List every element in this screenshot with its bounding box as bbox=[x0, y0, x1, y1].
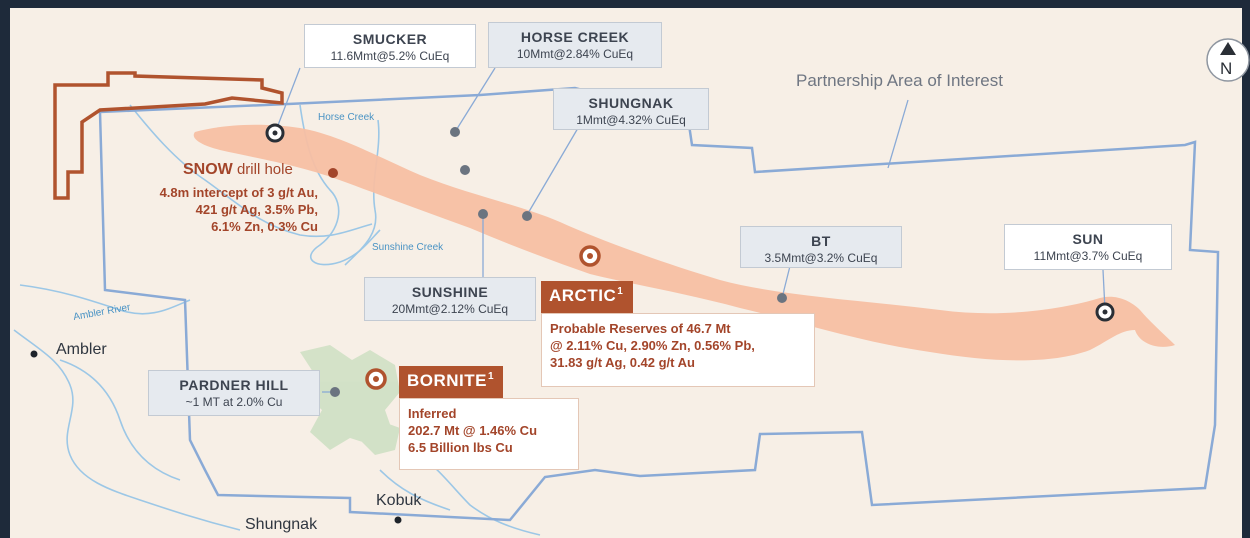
mineral-belt bbox=[193, 124, 1175, 361]
shungnak-label-box: SHUNGNAK 1Mmt@4.32% CuEq bbox=[553, 88, 709, 130]
snow-line-1: 4.8m intercept of 3 g/t Au, bbox=[159, 185, 318, 200]
bornite-details: Inferred 202.7 Mt @ 1.46% Cu 6.5 Billion… bbox=[399, 398, 579, 470]
snow-line-3: 6.1% Zn, 0.3% Cu bbox=[211, 219, 318, 234]
ambler-town-dot bbox=[30, 350, 38, 358]
arctic-footnote: 1 bbox=[617, 286, 624, 298]
sun-grade: 11Mmt@3.7% CuEq bbox=[1033, 249, 1143, 263]
town-kobuk: Kobuk bbox=[376, 492, 422, 509]
horse-creek-label-box: HORSE CREEK 10Mmt@2.84% CuEq bbox=[488, 22, 662, 68]
shungnak-dot bbox=[522, 211, 532, 221]
bt-dot bbox=[777, 293, 787, 303]
pardner-hill-name: PARDNER HILL bbox=[179, 377, 289, 393]
arctic-line-1: Probable Reserves of 46.7 Mt bbox=[550, 321, 731, 336]
town-shungnak: Shungnak bbox=[245, 516, 318, 533]
sunshine-label-box: SUNSHINE 20Mmt@2.12% CuEq bbox=[364, 277, 536, 321]
smucker-name: SMUCKER bbox=[352, 31, 428, 47]
bornite-header: BORNITE1 bbox=[399, 366, 503, 398]
bornite-line-1: Inferred bbox=[408, 406, 457, 421]
sun-label-box: SUN 11Mmt@3.7% CuEq bbox=[1004, 224, 1172, 270]
shungnak-name: SHUNGNAK bbox=[588, 95, 674, 111]
snow-details: 4.8m intercept of 3 g/t Au, 421 g/t Ag, … bbox=[110, 184, 318, 235]
arctic-header: ARCTIC1 bbox=[541, 281, 633, 313]
snow-line-2: 421 g/t Ag, 3.5% Pb, bbox=[195, 202, 318, 217]
pardner-hill-dot bbox=[330, 387, 340, 397]
sunshine-creek-river-label: Sunshine Creek bbox=[372, 242, 444, 253]
bornite-line-3: 6.5 Billion lbs Cu bbox=[408, 440, 513, 455]
smucker-label-box: SMUCKER 11.6Mmt@5.2% CuEq bbox=[304, 24, 476, 68]
horse-creek-river-label: Horse Creek bbox=[318, 112, 375, 123]
partnership-area-label: Partnership Area of Interest bbox=[796, 71, 1003, 90]
north-label: N bbox=[1220, 59, 1233, 78]
town-ambler: Ambler bbox=[56, 341, 107, 358]
sunshine-dot bbox=[478, 209, 488, 219]
north-arrow bbox=[1206, 38, 1250, 82]
shungnak-grade: 1Mmt@4.32% CuEq bbox=[576, 113, 686, 127]
claim-block bbox=[53, 71, 284, 200]
bt-grade: 3.5Mmt@3.2% CuEq bbox=[764, 251, 878, 265]
arctic-line-2: @ 2.11% Cu, 2.90% Zn, 0.56% Pb, bbox=[550, 338, 755, 353]
arctic-details: Probable Reserves of 46.7 Mt @ 2.11% Cu,… bbox=[541, 313, 815, 387]
arctic-name: ARCTIC bbox=[549, 286, 617, 305]
snow-suffix: drill hole bbox=[236, 161, 293, 178]
arctic-line-3: 31.83 g/t Ag, 0.42 g/t Au bbox=[550, 355, 695, 370]
sun-name: SUN bbox=[1072, 231, 1104, 247]
bornite-footnote: 1 bbox=[488, 371, 495, 383]
bt-name: BT bbox=[811, 233, 831, 249]
shungnak-deposit-dot bbox=[460, 165, 470, 175]
snow-name: SNOW bbox=[183, 161, 233, 178]
sunshine-name: SUNSHINE bbox=[411, 284, 489, 300]
pardner-hill-grade: ~1 MT at 2.0% Cu bbox=[185, 395, 283, 409]
horse-creek-dot bbox=[450, 127, 460, 137]
horse-creek-grade: 10Mmt@2.84% CuEq bbox=[516, 47, 634, 61]
sunshine-grade: 20Mmt@2.12% CuEq bbox=[391, 302, 509, 316]
kobuk-town-dot bbox=[394, 516, 402, 524]
bornite-line-2: 202.7 Mt @ 1.46% Cu bbox=[408, 423, 538, 438]
partnership-boundary bbox=[98, 86, 1220, 522]
smucker-grade: 11.6Mmt@5.2% CuEq bbox=[330, 49, 450, 63]
bt-label-box: BT 3.5Mmt@3.2% CuEq bbox=[740, 226, 902, 268]
snow-drill-hole-dot bbox=[328, 168, 338, 178]
deposit-dots bbox=[330, 127, 787, 397]
pardner-hill-label-box: PARDNER HILL ~1 MT at 2.0% Cu bbox=[148, 370, 320, 416]
horse-creek-name: HORSE CREEK bbox=[520, 29, 630, 45]
bornite-name: BORNITE bbox=[407, 371, 487, 390]
target-markers bbox=[265, 123, 1115, 390]
snow-title: SNOW drill hole bbox=[183, 161, 293, 179]
